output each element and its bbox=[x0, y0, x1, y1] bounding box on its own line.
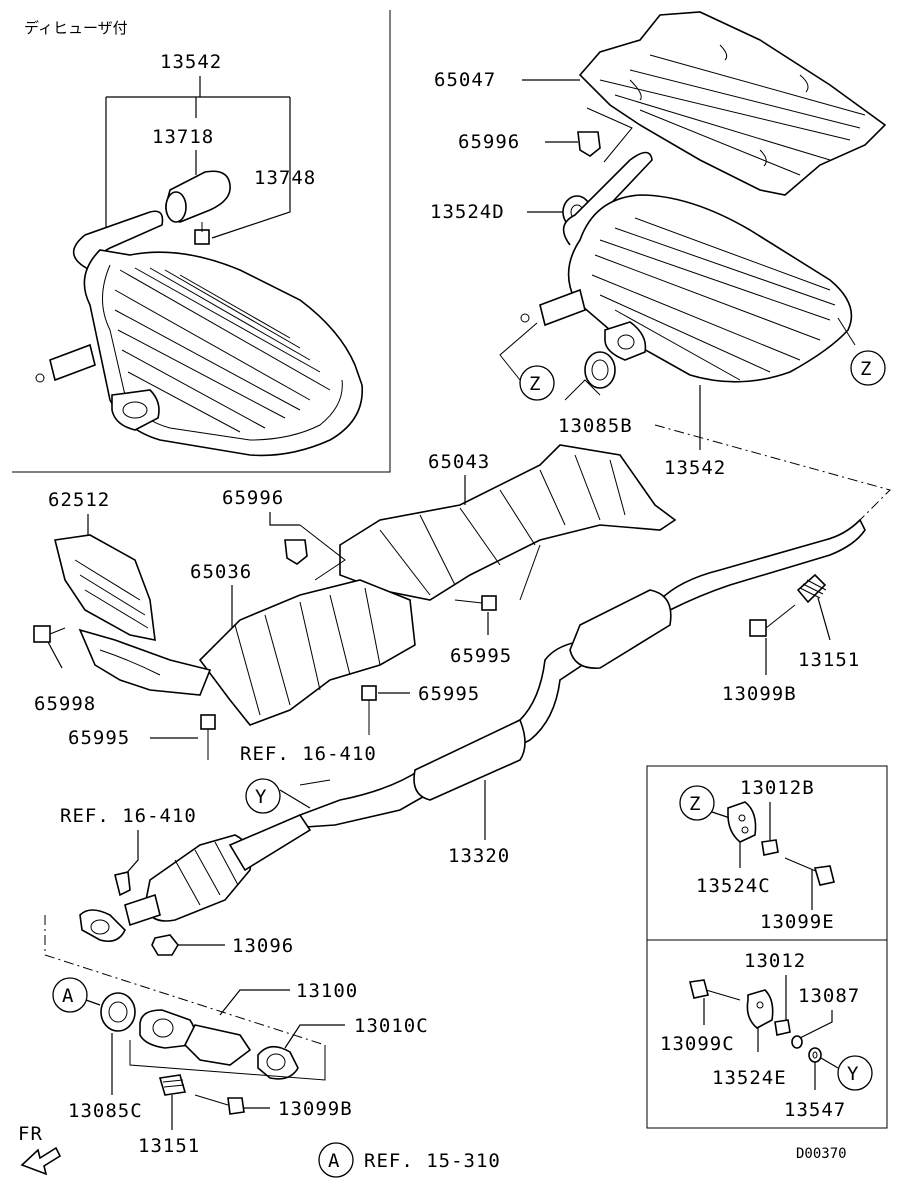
svg-text:Y: Y bbox=[255, 786, 267, 808]
label-65996: 65996 bbox=[222, 487, 284, 509]
clip-65996 bbox=[284, 539, 308, 565]
bolt-13099C bbox=[689, 979, 741, 1001]
marker-a1: A bbox=[52, 977, 88, 1013]
front-pipe bbox=[78, 628, 212, 696]
front-direction-arrow: FR bbox=[18, 1123, 62, 1176]
label-13524D: 13524D bbox=[430, 201, 505, 223]
inset-muffler bbox=[35, 210, 363, 457]
washer-13547 bbox=[808, 1047, 822, 1063]
label-13012: 13012 bbox=[744, 950, 806, 972]
label-13542: 13542 bbox=[664, 457, 726, 479]
o2-sensor bbox=[114, 871, 131, 897]
heat-shield-65036 bbox=[198, 579, 416, 726]
marker-z2: Z bbox=[850, 350, 886, 386]
nut-13096 bbox=[151, 934, 179, 956]
inset-title: ディヒューザ付 bbox=[24, 19, 128, 37]
label-65996-top: 65996 bbox=[458, 131, 520, 153]
label-ref16-410-a: REF. 16-410 bbox=[240, 743, 377, 765]
rear-muffler-13542 bbox=[520, 151, 853, 383]
label-13100: 13100 bbox=[296, 980, 358, 1002]
svg-text:FR: FR bbox=[18, 1123, 43, 1145]
catalytic-converter bbox=[124, 814, 312, 927]
center-pipe-13320 bbox=[288, 518, 866, 829]
marker-y1: Y bbox=[245, 778, 281, 814]
collar-13012B bbox=[761, 839, 779, 856]
label-13151-b: 13151 bbox=[138, 1135, 200, 1157]
spring-13151-a bbox=[796, 573, 827, 604]
clip-65996-top bbox=[577, 131, 601, 157]
hanger-13524E bbox=[746, 989, 774, 1029]
spring-13151-b bbox=[158, 1074, 187, 1096]
pipe-13100 bbox=[139, 1009, 252, 1066]
heat-shield-62512 bbox=[54, 534, 156, 642]
label-13087: 13087 bbox=[798, 985, 860, 1007]
label-13547: 13547 bbox=[784, 1099, 846, 1121]
bolt-13748 bbox=[194, 222, 210, 245]
label-13718: 13718 bbox=[152, 126, 214, 148]
label-13099C: 13099C bbox=[660, 1033, 735, 1055]
label-13524E: 13524E bbox=[712, 1067, 787, 1089]
svg-text:Y: Y bbox=[847, 1063, 859, 1085]
bolt-13099E bbox=[784, 857, 835, 886]
label-13099E: 13099E bbox=[760, 911, 835, 933]
label-65995-c: 65995 bbox=[68, 727, 130, 749]
label-65995-a: 65995 bbox=[450, 645, 512, 667]
bolt-65995-b bbox=[361, 685, 377, 735]
svg-text:Z: Z bbox=[860, 358, 872, 380]
collar-13012 bbox=[774, 1019, 791, 1036]
label-13099B-a: 13099B bbox=[722, 683, 797, 705]
label-65047: 65047 bbox=[434, 69, 496, 91]
bolt-65995-c bbox=[200, 714, 216, 760]
svg-text:Z: Z bbox=[529, 373, 541, 395]
label-13524C: 13524C bbox=[696, 875, 771, 897]
label-65043: 65043 bbox=[428, 451, 490, 473]
hanger-13524C bbox=[727, 801, 757, 843]
label-13085C: 13085C bbox=[68, 1100, 143, 1122]
washer-13087 bbox=[791, 1035, 803, 1049]
svg-text:Z: Z bbox=[689, 793, 701, 815]
rear-heat-shield-65047 bbox=[578, 11, 887, 196]
label-65995-b: 65995 bbox=[418, 683, 480, 705]
label-13748: 13748 bbox=[254, 167, 316, 189]
label-ref16-410-b: REF. 16-410 bbox=[60, 805, 197, 827]
diffuser-13718 bbox=[165, 170, 231, 223]
marker-a2: A bbox=[318, 1142, 354, 1178]
label-13010C: 13010C bbox=[354, 1015, 429, 1037]
diffuser-inset: ディヒューザ付 13542 13718 13748 bbox=[12, 10, 391, 473]
flange-rear bbox=[604, 321, 647, 361]
bolt-13099B-b bbox=[194, 1094, 245, 1115]
label-13099B-b: 13099B bbox=[278, 1098, 353, 1120]
label-13320: 13320 bbox=[448, 845, 510, 867]
label-13542-inset: 13542 bbox=[160, 51, 222, 73]
label-13096: 13096 bbox=[232, 935, 294, 957]
svg-text:A: A bbox=[328, 1150, 340, 1172]
heat-shield-65043 bbox=[339, 444, 677, 601]
marker-z3: Z bbox=[679, 785, 715, 821]
detail-box bbox=[646, 765, 888, 1129]
flange-front bbox=[79, 909, 126, 943]
label-65036: 65036 bbox=[190, 561, 252, 583]
label-13085B: 13085B bbox=[558, 415, 633, 437]
marker-z1: Z bbox=[519, 365, 555, 401]
svg-text:A: A bbox=[62, 985, 74, 1007]
bolt-65995-a bbox=[454, 595, 497, 611]
gasket-13010C bbox=[257, 1045, 299, 1080]
marker-y2: Y bbox=[837, 1055, 873, 1091]
label-13012B: 13012B bbox=[740, 777, 815, 799]
bolt-65998 bbox=[33, 625, 66, 643]
label-ref15-310: REF. 15-310 bbox=[364, 1150, 501, 1172]
gasket-13085B bbox=[584, 351, 616, 389]
gasket-13085C bbox=[100, 992, 136, 1032]
label-65998: 65998 bbox=[34, 693, 96, 715]
label-62512: 62512 bbox=[48, 489, 110, 511]
label-13151-a: 13151 bbox=[798, 649, 860, 671]
diagram-code: D00370 bbox=[796, 1146, 847, 1162]
bolt-13099B-a bbox=[749, 604, 796, 637]
